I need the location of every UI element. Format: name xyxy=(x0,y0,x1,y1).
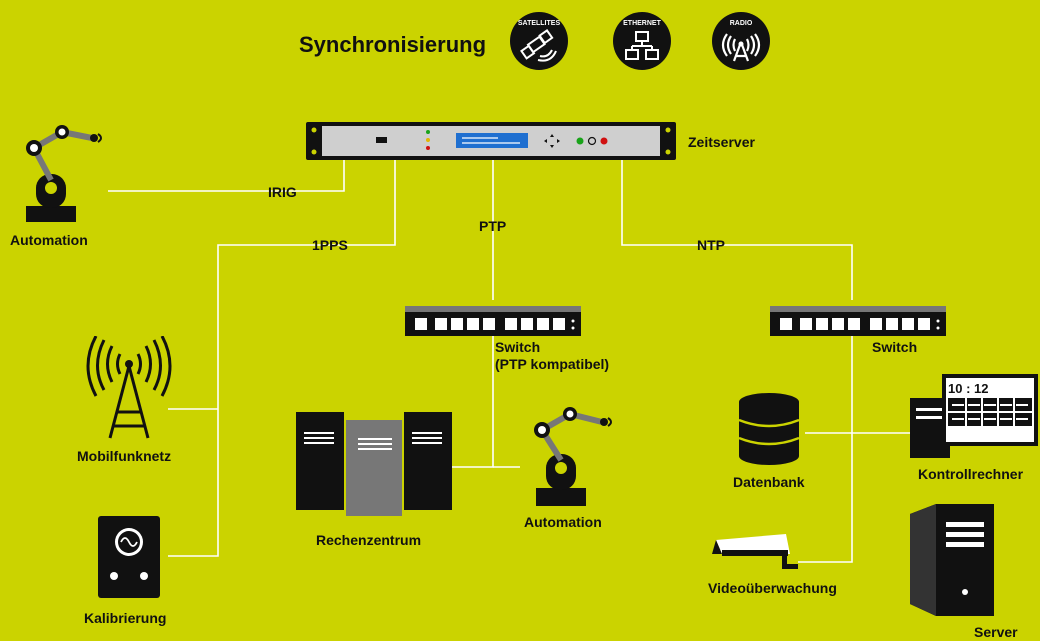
radio-label: RADIO xyxy=(729,20,753,27)
automation-top-label: Automation xyxy=(10,232,88,248)
ntp-switch-icon xyxy=(770,306,946,336)
ntp-label: NTP xyxy=(697,237,725,253)
calibrator-icon xyxy=(98,516,160,598)
timeserver-label: Zeitserver xyxy=(688,134,755,150)
ptp-switch-label-1: Switch xyxy=(495,339,541,355)
timeserver-icon xyxy=(306,122,676,160)
server-label: Server xyxy=(974,624,1018,640)
cell-tower-icon xyxy=(86,336,172,439)
datacenter-label: Rechenzentrum xyxy=(316,532,422,548)
satellite-icon xyxy=(520,29,557,62)
video-label: Videoüberwachung xyxy=(708,580,837,596)
irig-label: IRIG xyxy=(268,184,297,200)
clock-display: 10 : 12 xyxy=(948,381,989,396)
ptp-label: PTP xyxy=(479,218,507,234)
calibration-label: Kalibrierung xyxy=(84,610,167,626)
automation-mid-label: Automation xyxy=(524,514,602,530)
ptp-switch-label-2: (PTP kompatibel) xyxy=(495,356,610,372)
radio-badge: RADIO xyxy=(712,12,770,70)
ethernet-badge: ETHERNET xyxy=(613,12,671,70)
ptp-switch-icon xyxy=(405,306,581,336)
robot-arm-icon xyxy=(26,125,102,222)
page-title: Synchronisierung xyxy=(299,32,487,57)
database-label: Datenbank xyxy=(733,474,805,490)
database-icon xyxy=(738,393,800,465)
radio-icon xyxy=(721,33,761,62)
mobile-label: Mobilfunknetz xyxy=(77,448,172,464)
control-computer-icon xyxy=(910,374,1038,458)
ntp-switch-label: Switch xyxy=(872,339,918,355)
satellite-badge: SATELLITES xyxy=(510,12,568,70)
datacenter-icon xyxy=(296,412,452,516)
robot-arm-mid-icon xyxy=(534,407,612,506)
pps-label: 1PPS xyxy=(312,237,348,253)
ethernet-label: ETHERNET xyxy=(623,20,661,27)
server-icon xyxy=(910,504,994,616)
ethernet-icon xyxy=(625,31,659,60)
satellite-label: SATELLITES xyxy=(517,20,561,27)
control-label: Kontrollrechner xyxy=(918,466,1024,482)
security-camera-icon xyxy=(712,534,798,569)
